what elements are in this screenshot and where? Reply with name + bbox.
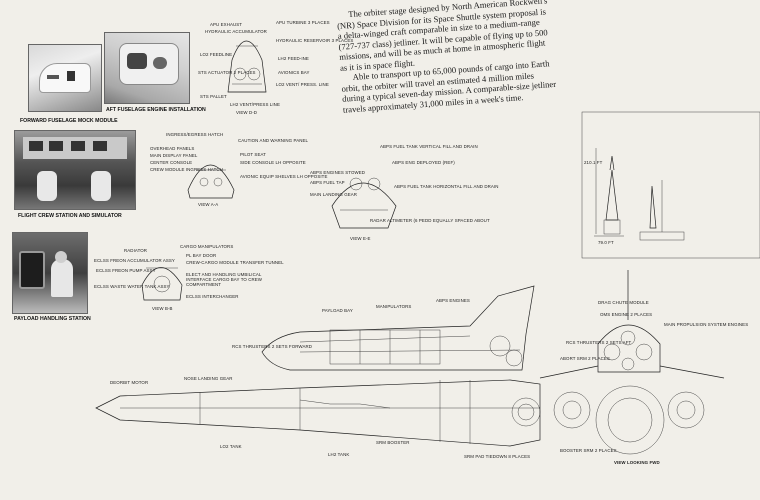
label-main-propulsion: MAIN PROPULSION SYSTEM ENGINES <box>664 322 749 327</box>
label-abps-fuel-horiz: ABPS FUEL TANK HORIZONTAL FILL AND DRAIN <box>394 184 499 189</box>
label-manipulators: MANIPULATORS <box>376 304 412 309</box>
label-eclss-freon-pump: ECLSS FREON PUMP ASSY <box>96 268 156 273</box>
label-center-console: CENTER CONSOLE <box>150 160 193 165</box>
caption-payload-handling: PAYLOAD HANDLING STATION <box>14 316 91 322</box>
label-rcs-thrusters-aft: RCS THRUSTERS 2 SETS AFT <box>566 340 632 345</box>
label-caution-warning: CAUTION AND WARNING PANEL <box>238 138 309 143</box>
view-ee-drawing <box>331 177 397 229</box>
label-hydraulic-accumulator: HYDRAULIC ACCUMULATOR <box>205 29 267 34</box>
view-looking-fwd-drawing <box>539 270 725 455</box>
label-crew-cargo: CREW-CARGO MODULE TRANSFER TUNNEL <box>186 260 284 265</box>
label-abort-srm: ABORT SRM 2 PLACES <box>560 356 610 361</box>
photo-aft-fuselage <box>104 32 190 104</box>
caption-forward-fuselage: FORWARD FUSELAGE MOCK MODULE <box>20 118 118 124</box>
label-main-display: MAIN DISPLAY PANEL <box>150 153 198 158</box>
label-radar-altimeter: RADAR ALTIMETER (6 PEDD EQUALLY SPACED A… <box>370 218 490 223</box>
label-payload-bay: PAYLOAD BAY <box>322 308 353 313</box>
label-abps-engines: ABPS ENGINES <box>436 298 470 303</box>
label-sts-actuator: STS ACTUATOR 2 PLACES <box>198 70 256 75</box>
label-nose-landing: NOSE LANDING GEAR <box>184 376 233 381</box>
label-crew-module: CREW MODULE INGRESS HATCH <box>150 167 223 172</box>
label-rcs-thrusters: RCS THRUSTERS 2 SETS FORWARD <box>232 344 313 349</box>
label-abps-fuel-vert: ABPS FUEL TANK VERTICAL FILL AND DRAIN <box>380 144 478 149</box>
view-ee-label: VIEW E-E <box>350 236 371 241</box>
label-pilot-seat: PILOT SEAT <box>240 152 266 157</box>
label-overhead-panels: OVERHEAD PANELS <box>150 146 195 151</box>
label-lh2-feedline: LH2 FEED-INE <box>278 56 309 61</box>
label-eclss-interchanger: ECLSS INTERCHANGER <box>186 294 239 299</box>
label-abps-eng-deployed: ABPS ENG DEPLOYED (REF) <box>392 160 455 165</box>
label-view-looking-fwd: VIEW LOOKING FWD <box>614 460 660 465</box>
label-drag-chute: DRAG CHUTE MODULE <box>598 300 649 305</box>
label-avionic-equip: AVIONIC EQUIP SHELVES LH OPPOSITE <box>240 174 328 179</box>
caption-flight-crew: FLIGHT CREW STATION AND SIMULATOR <box>18 213 122 219</box>
label-lo2-feedline: LO2 FEEDLINE <box>200 52 233 57</box>
label-booster-srm: BOOSTER SRM 2 PLACES <box>560 448 617 453</box>
label-main-landing: MAIN LANDING GEAR <box>310 192 358 197</box>
label-hydraulic-reservoir: HYDRAULIC RESERVOIR 3 PLACES <box>276 38 354 43</box>
label-eclss-waste: ECLSS WASTE WATER TANK ASSY <box>94 284 170 289</box>
orbiter-cutaway <box>95 285 541 447</box>
label-abps-engines-stowed: ABPS ENGINES STOWED <box>310 170 366 175</box>
label-side-console: SIDE CONSOLE LH OPPOSITE <box>240 160 306 165</box>
label-abps-fuel-tap: ABPS FUEL TAP <box>310 180 345 185</box>
label-deorbit-motor: DEORBIT MOTOR <box>110 380 149 385</box>
label-oms-engine: OMS ENGINE 2 PLACES <box>600 312 653 317</box>
label-avionics-bay: AVIONICS BAY <box>278 70 310 75</box>
view-bb-drawing <box>141 267 183 301</box>
view-aa-label: VIEW A-A <box>198 202 219 207</box>
view-dd-drawing <box>227 40 267 93</box>
label-pl-bay-door: PL BAY DOOR <box>186 253 217 258</box>
label-srm-pad-tiedown: SRM PAD TIEDOWN 8 PLACES <box>464 454 531 459</box>
label-apu-exhaust: APU EXHAUST <box>210 22 243 27</box>
view-dd-label: VIEW D-D <box>236 110 258 115</box>
photo-flight-crew <box>14 130 136 210</box>
view-bb-label: VIEW B-B <box>152 306 173 311</box>
label-lh2-tank: LH2 TANK <box>328 452 350 457</box>
label-sts-pallet: STS PALLET <box>200 94 227 99</box>
label-lh2-vent: LH2 VENT/PRESS LINE <box>230 102 280 107</box>
label-lo2-tank: LO2 TANK <box>220 444 242 449</box>
label-eclss-freon-accum: ECLSS FREON ACCUMULATOR ASSY <box>94 258 175 263</box>
label-lo2-vent: LO2 VENT/ PRESS. LINE <box>276 82 329 87</box>
photo-forward-fuselage <box>28 44 102 112</box>
label-cargo-manipulators: CARGO MANIPULATORS <box>180 244 234 249</box>
view-aa-drawing <box>187 164 235 199</box>
label-elect-handling: ELECT AND HANDLING UMBILICAL INTERFACE C… <box>186 272 263 287</box>
dim-height: 210.1 FT <box>584 160 603 165</box>
dim-width: 79.0 FT <box>598 240 614 245</box>
label-srm-booster: SRM BOOSTER <box>376 440 410 445</box>
label-ingress-egress: INGRESS/EGRESS HATCH <box>166 132 224 137</box>
caption-aft-fuselage: AFT FUSELAGE ENGINE INSTALLATION <box>106 107 206 113</box>
label-radiator: RADIATOR <box>124 248 148 253</box>
launch-config-side-view <box>581 111 760 259</box>
photo-payload-handling <box>12 232 88 314</box>
label-apu-turbine: APU TURBINE 3 PLACES <box>276 20 330 25</box>
